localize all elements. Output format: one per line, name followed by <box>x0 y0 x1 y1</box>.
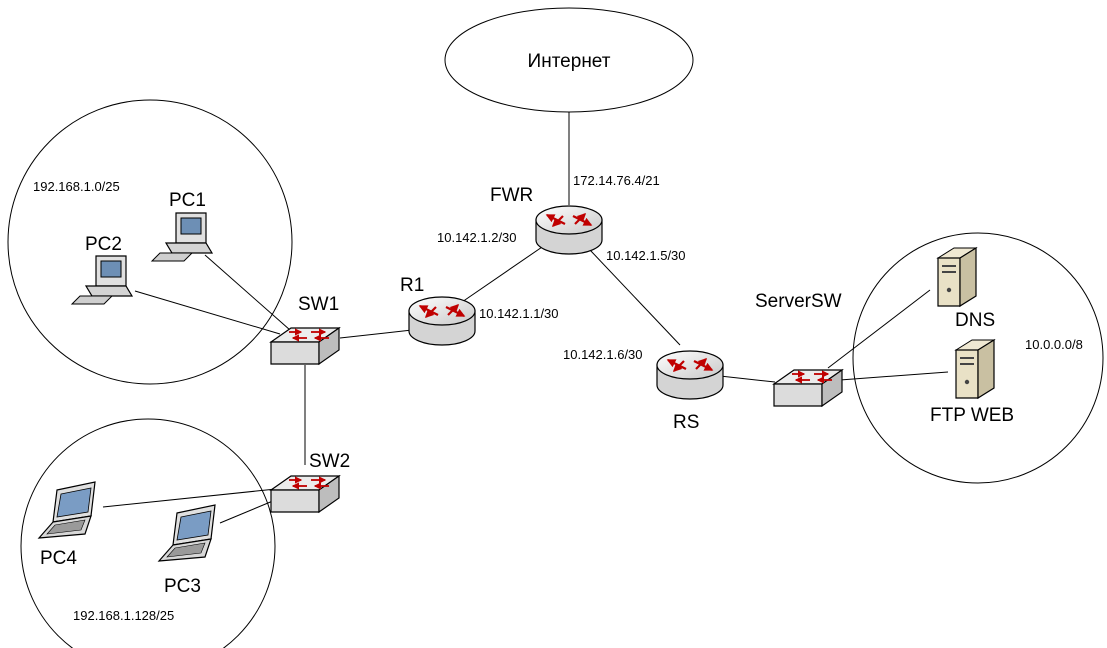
server-subnet-label: 10.0.0.0/8 <box>1025 337 1083 352</box>
sw1-label: SW1 <box>298 294 339 315</box>
link-pc4-sw2 <box>102 488 277 508</box>
link-serversw-dns <box>827 289 931 369</box>
pc2-label: PC2 <box>85 234 122 255</box>
fwr-r1-ip-label: 10.142.1.2/30 <box>437 230 517 245</box>
internet-label: Интернет <box>528 51 611 72</box>
lan2-subnet-label: 192.168.1.128/25 <box>73 608 174 623</box>
pc4-laptop-icon[interactable] <box>38 481 96 539</box>
links <box>102 112 949 524</box>
link-rs-serversw <box>719 375 776 383</box>
sw2-label: SW2 <box>309 451 350 472</box>
dns-server-icon[interactable] <box>937 247 977 307</box>
rs-router-icon[interactable] <box>657 351 723 399</box>
fwr-router-icon[interactable] <box>536 206 602 254</box>
pc4-label: PC4 <box>40 548 77 569</box>
sw2-switch-icon[interactable] <box>271 476 339 512</box>
pc3-laptop-icon[interactable] <box>158 504 216 562</box>
pc1-label: PC1 <box>169 190 206 211</box>
fwr-rs-ip-label: 10.142.1.5/30 <box>606 248 686 263</box>
pc2-desktop-icon[interactable] <box>71 255 133 305</box>
lan2-zone <box>20 418 276 648</box>
rs-label: RS <box>673 412 699 433</box>
link-fwr-r1 <box>461 244 546 303</box>
ftp-web-label: FTP WEB <box>930 405 1014 426</box>
link-fwr-rs <box>589 249 681 346</box>
link-pc3-sw2 <box>219 497 281 524</box>
fwr-internet-ip-label: 172.14.76.4/21 <box>573 173 660 188</box>
pc3-label: PC3 <box>164 576 201 597</box>
pc1-desktop-icon[interactable] <box>151 212 213 262</box>
link-pc1-sw1 <box>204 254 291 331</box>
ftp-web-server-icon[interactable] <box>955 339 995 399</box>
dns-label: DNS <box>955 310 995 331</box>
lan1-zone <box>7 99 293 385</box>
rs-fwr-ip-label: 10.142.1.6/30 <box>563 347 643 362</box>
sw1-switch-icon[interactable] <box>271 328 339 364</box>
fwr-label: FWR <box>490 185 533 206</box>
serversw-label: ServerSW <box>755 291 842 312</box>
link-serversw-ftp <box>839 371 949 381</box>
serversw-switch-icon[interactable] <box>774 370 842 406</box>
server-zone <box>852 232 1104 484</box>
link-pc2-sw1 <box>134 290 281 335</box>
r1-fwr-ip-label: 10.142.1.1/30 <box>479 306 559 321</box>
link-r1-sw1 <box>339 329 413 339</box>
r1-router-icon[interactable] <box>409 297 475 345</box>
r1-label: R1 <box>400 275 424 296</box>
lan1-subnet-label: 192.168.1.0/25 <box>33 179 120 194</box>
